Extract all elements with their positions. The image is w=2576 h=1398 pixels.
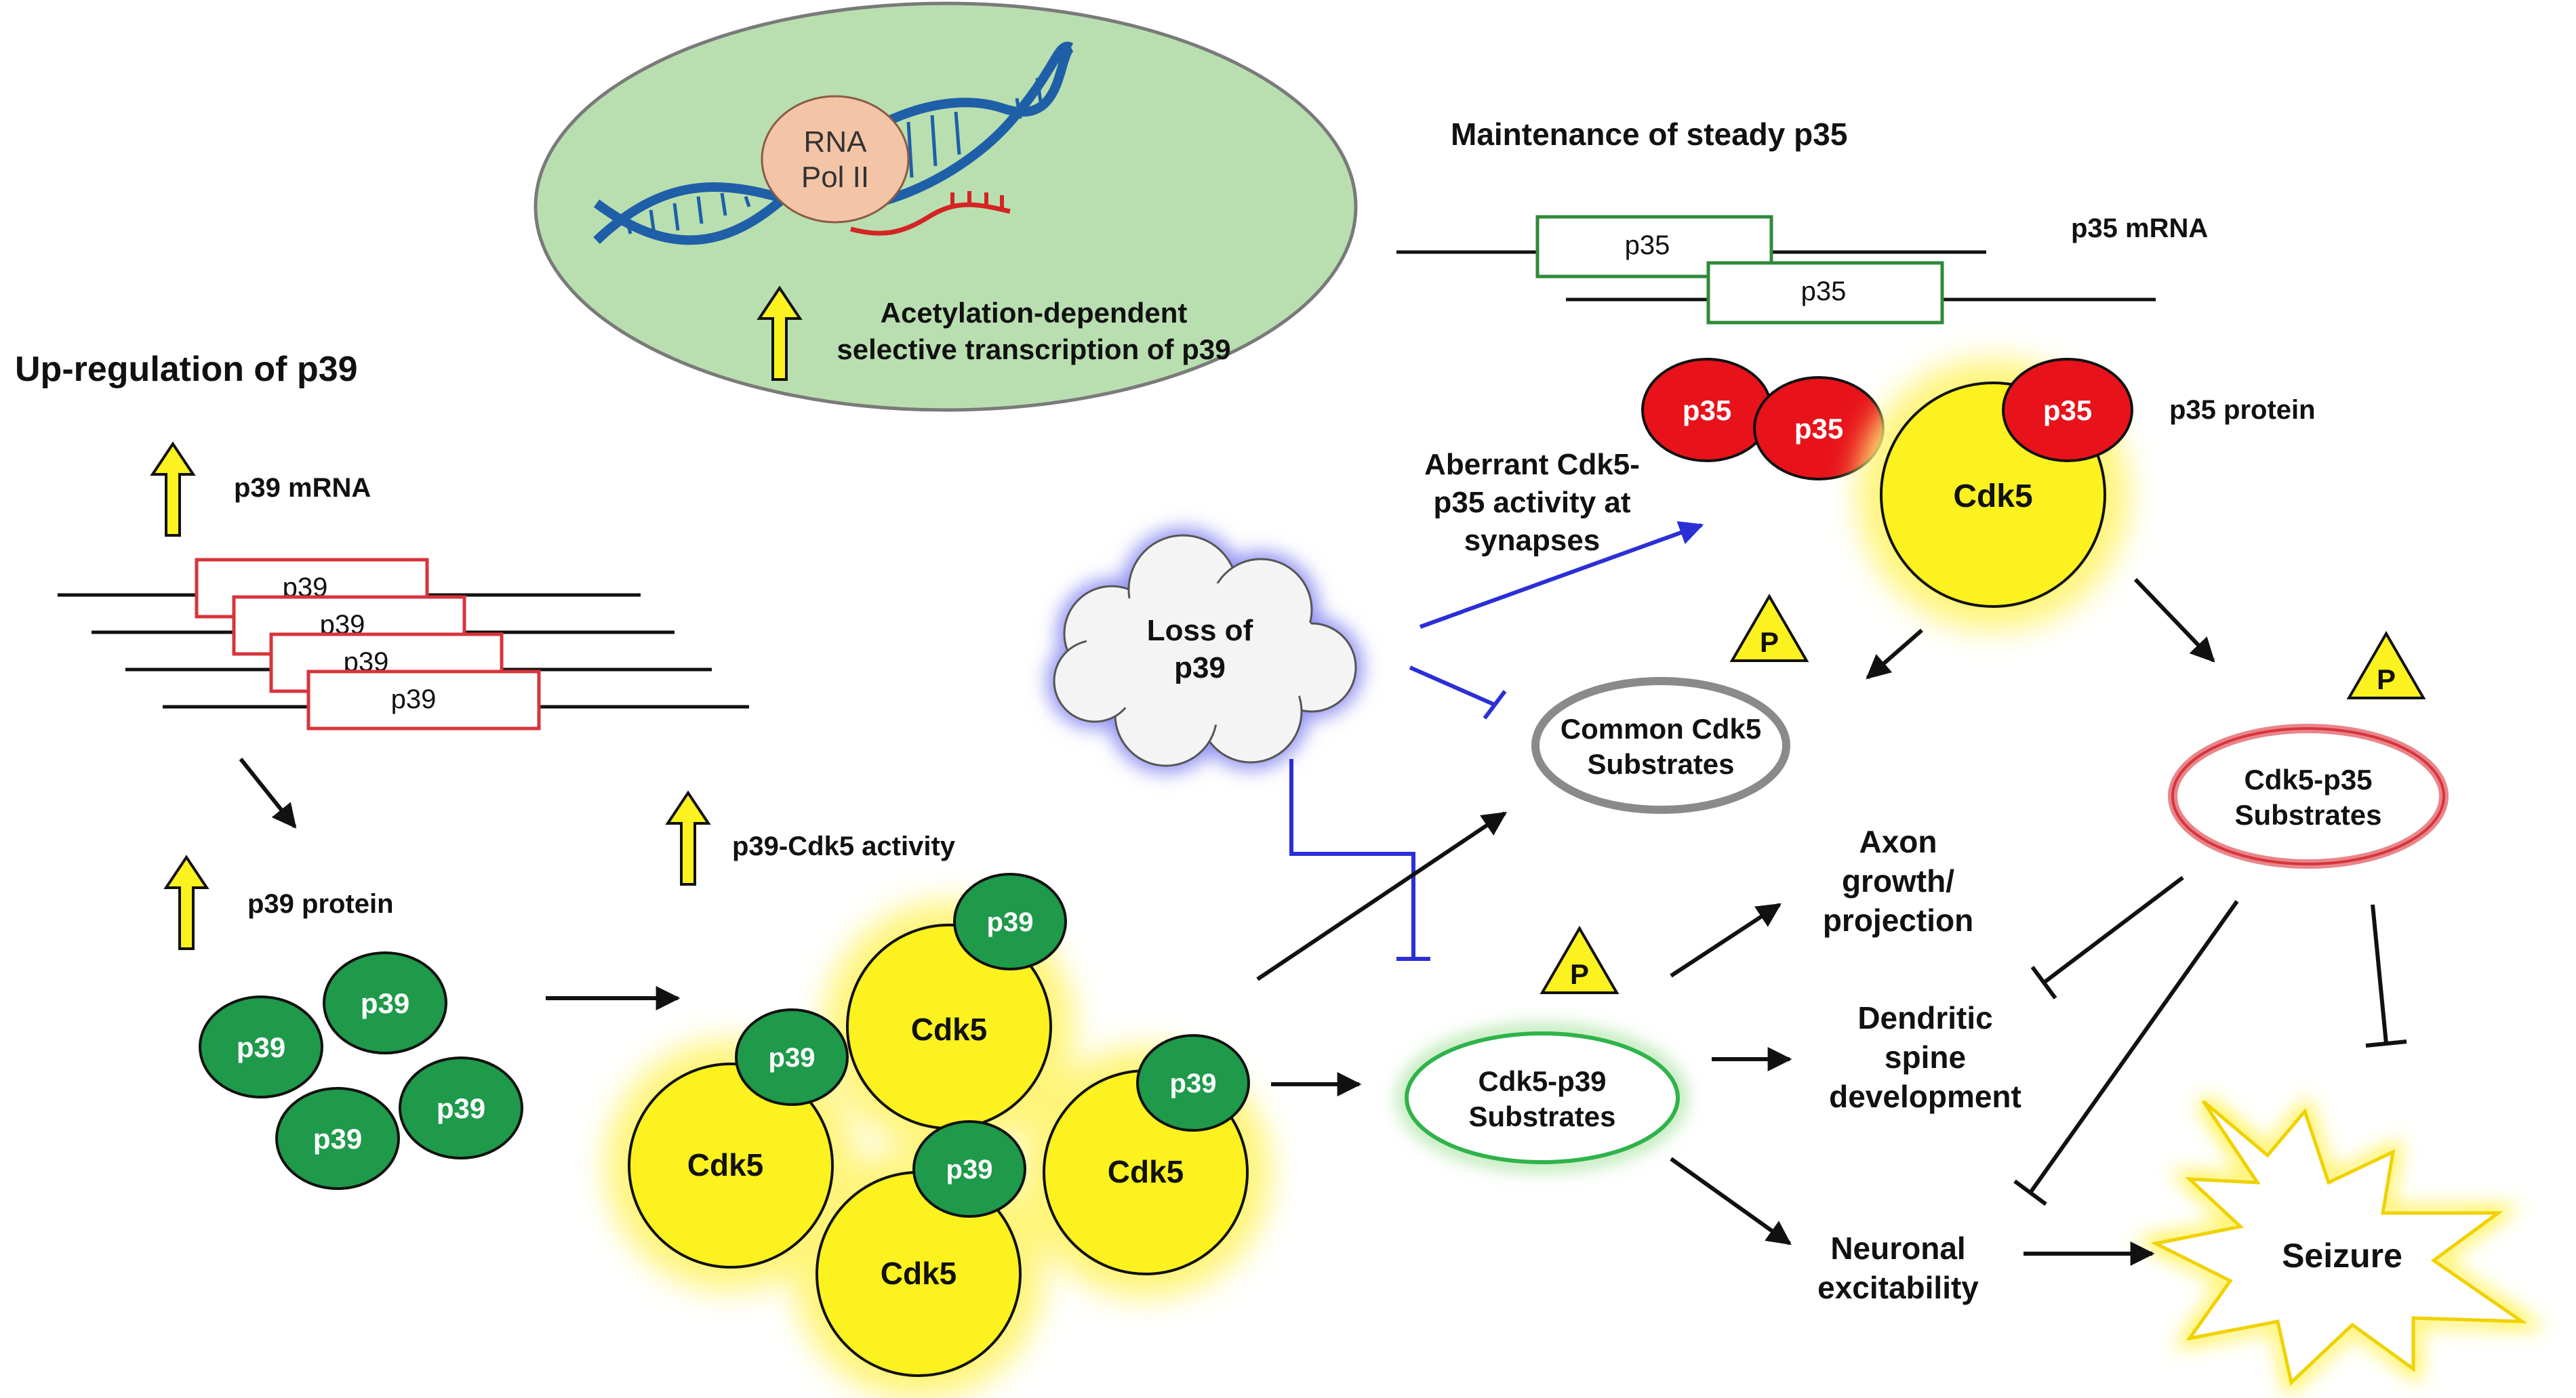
phospho-icon: P <box>2346 631 2426 699</box>
svg-text:excitability: excitability <box>1817 1270 1979 1305</box>
nucleus: RNA Pol II Acetylation-dependent selecti… <box>534 1 1358 412</box>
svg-text:Dendritic: Dendritic <box>1857 1000 1992 1035</box>
svg-text:P: P <box>2377 663 2396 695</box>
upregulation-title: Up-regulation of p39 <box>15 350 358 389</box>
rna-pol-label-1: RNA <box>804 125 868 159</box>
svg-text:p39: p39 <box>1170 1069 1217 1098</box>
rna-pol-label-2: Pol II <box>801 161 869 194</box>
p39-mrna-label: p39 mRNA <box>234 473 371 503</box>
aberrant-label-2: p35 activity at <box>1433 486 1630 519</box>
dendritic-outcome: Dendritic spine development <box>1829 1000 2021 1114</box>
svg-text:Cdk5-p35: Cdk5-p35 <box>2244 764 2372 796</box>
loss-of-p39-cloud: Loss of p39 <box>1047 529 1363 773</box>
svg-text:p39: p39 <box>987 907 1034 937</box>
p35-mrna-box-label: p35 <box>1801 276 1847 306</box>
arrow-mrna-to-protein <box>239 758 297 829</box>
p39-protein-cluster: p39 p39 p39 p39 <box>199 951 523 1190</box>
loss-label-1: Loss of <box>1147 614 1253 647</box>
svg-text:Substrates: Substrates <box>2234 799 2381 831</box>
svg-text:growth/: growth/ <box>1842 863 1954 899</box>
svg-text:P: P <box>1570 958 1589 990</box>
up-arrow-icon <box>163 855 209 950</box>
svg-text:Cdk5: Cdk5 <box>881 1256 957 1291</box>
rna-strand-icon <box>850 202 1011 236</box>
cdk5-p35-substrates: Cdk5-p35 Substrates <box>2168 724 2449 869</box>
p39-mrna-box-label: p39 <box>391 684 437 714</box>
up-arrow-icon <box>665 790 711 886</box>
aberrant-label-3: synapses <box>1464 524 1601 557</box>
svg-text:spine: spine <box>1885 1040 1966 1075</box>
cdk5-p39-complexes: Cdk5 p39 Cdk5 p39 Cdk5 p39 Cdk5 p39 <box>605 873 1271 1398</box>
svg-text:Axon: Axon <box>1859 824 1937 859</box>
acetylation-label-2: selective transcription of p39 <box>837 333 1230 365</box>
svg-text:projection: projection <box>1823 903 1973 938</box>
svg-text:P: P <box>1760 626 1779 658</box>
up-arrow-icon <box>150 441 196 537</box>
svg-text:p35: p35 <box>2043 394 2092 426</box>
p35-protein-label: p35 protein <box>2169 395 2316 425</box>
p39-mrna-boxes: p39 p39 p39 p39 <box>195 558 541 731</box>
acetylation-label-1: Acetylation-dependent <box>881 297 1188 329</box>
svg-text:Cdk5: Cdk5 <box>911 1012 987 1047</box>
svg-text:Seizure: Seizure <box>2282 1237 2402 1275</box>
cdk5-p35-complex: Cdk5 p35 <box>1857 358 2133 630</box>
svg-text:p35: p35 <box>1683 394 1731 426</box>
p39-protein-label: p39 protein <box>247 889 394 919</box>
loss-label-2: p39 <box>1174 651 1226 684</box>
aberrant-label-1: Aberrant Cdk5- <box>1424 448 1640 481</box>
rna-pol-ii <box>761 95 910 224</box>
svg-text:development: development <box>1829 1079 2021 1114</box>
svg-text:p39: p39 <box>946 1155 993 1185</box>
axon-outcome: Axon growth/ projection <box>1823 824 1973 938</box>
svg-text:Neuronal: Neuronal <box>1830 1231 1965 1266</box>
phospho-icon: P <box>1729 594 1809 662</box>
svg-text:p39: p39 <box>437 1092 485 1124</box>
seizure-burst: Seizure <box>2133 1095 2547 1397</box>
svg-text:Substrates: Substrates <box>1468 1101 1615 1132</box>
svg-text:p39: p39 <box>237 1031 285 1063</box>
p35-mrna: p35 p35 <box>1396 215 2156 325</box>
common-cdk5-substrates: Common Cdk5 Substrates <box>1531 677 1790 814</box>
svg-text:Cdk5: Cdk5 <box>687 1147 763 1183</box>
p35-mrna-label: p35 mRNA <box>2071 213 2208 243</box>
svg-text:Common Cdk5: Common Cdk5 <box>1561 713 1761 745</box>
p35-mrna-box-label: p35 <box>1625 230 1670 260</box>
up-arrow-icon <box>757 285 803 381</box>
svg-text:p39: p39 <box>361 987 409 1019</box>
svg-text:Cdk5-p39: Cdk5-p39 <box>1478 1065 1606 1097</box>
pathway-arrows <box>1256 577 2215 1266</box>
rna-bases-icon <box>950 191 1004 209</box>
p39-cdk5-activity-label: p39-Cdk5 activity <box>732 831 956 861</box>
p35-section-title: Maintenance of steady p35 <box>1451 117 1847 152</box>
inhibition-lines <box>2013 876 2407 1206</box>
p35-protein-free: p35 p35 <box>1641 358 1885 480</box>
svg-text:Cdk5: Cdk5 <box>1108 1154 1184 1189</box>
svg-text:Cdk5: Cdk5 <box>1953 478 2032 514</box>
loss-effect-lines <box>1289 521 1704 961</box>
svg-text:p39: p39 <box>313 1123 362 1155</box>
svg-text:p39: p39 <box>769 1043 816 1073</box>
neuronal-outcome: Neuronal excitability <box>1817 1231 1979 1305</box>
svg-text:Substrates: Substrates <box>1587 748 1734 780</box>
phospho-icon: P <box>1539 926 1619 994</box>
svg-text:p35: p35 <box>1794 413 1843 445</box>
cdk5-p39-substrates: Cdk5-p39 Substrates <box>1401 1028 1683 1168</box>
